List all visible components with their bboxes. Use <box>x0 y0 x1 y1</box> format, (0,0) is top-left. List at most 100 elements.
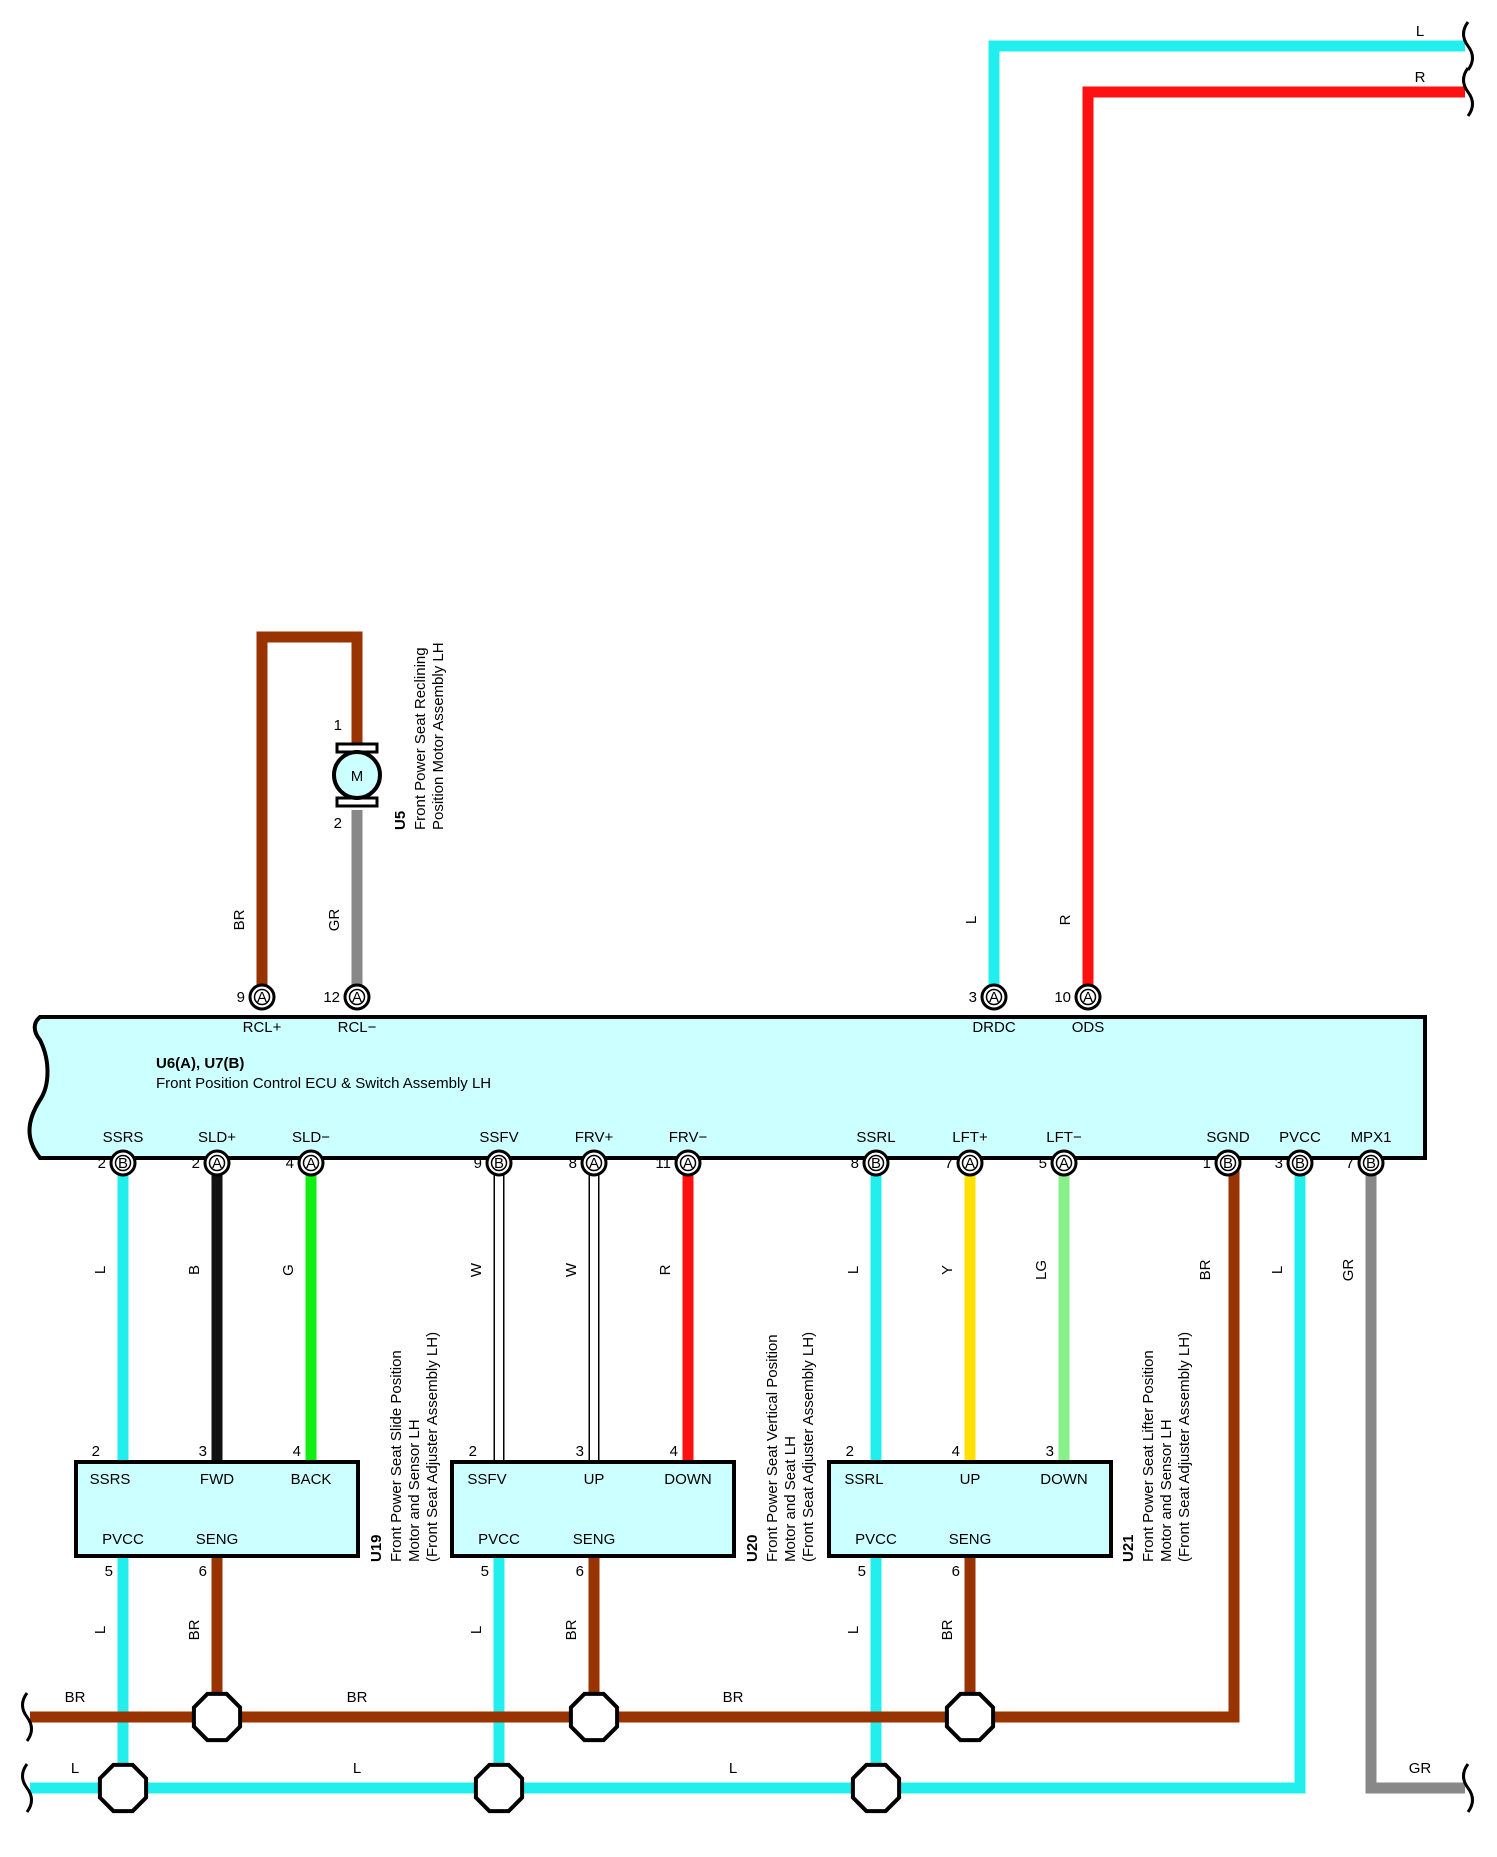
ecu-top-pin-num: 9 <box>237 989 245 1006</box>
wire-label-BR: BR <box>563 1619 580 1640</box>
ecu-top-pin-num: 12 <box>323 989 340 1006</box>
sensor-top-pin-name: SSFV <box>467 1471 506 1488</box>
ecu-top-connector-ODS-inner <box>1079 988 1097 1006</box>
motor-symbol: M <box>351 768 364 785</box>
wire-label-GR: GR <box>1340 1259 1357 1282</box>
sensor-bottom-pin-num: 5 <box>105 1563 113 1580</box>
sensor-box-U21 <box>827 1460 1113 1558</box>
wire-label-L: L <box>92 1626 109 1634</box>
sensor-bottom-pin-num: 6 <box>576 1563 584 1580</box>
motor-id: U5 <box>392 811 409 830</box>
motor-desc-line1: Front Power Seat Reclining <box>412 647 429 830</box>
wire-label-GR: GR <box>326 909 343 932</box>
ecu-bottom-pin-num: 8 <box>851 1155 859 1172</box>
sensor-u20-id: U20 <box>744 1534 761 1562</box>
sensor-top-pin-name: DOWN <box>664 1471 712 1488</box>
wire-label-B: B <box>186 1265 203 1275</box>
sensor-u20-line1: Front Power Seat Vertical Position <box>764 1334 781 1562</box>
break-mark-l-left <box>21 1763 33 1813</box>
sensor-u21-id: U21 <box>1120 1534 1137 1562</box>
ecu-bottom-connector-SLD−-inner <box>302 1154 320 1172</box>
ecu-bottom-pin-name: SSFV <box>479 1129 518 1146</box>
wire-label-W: W <box>563 1262 580 1277</box>
ecu-bottom-pin-num: 1 <box>1203 1155 1211 1172</box>
ecu-top-connector-RCL+-letter: A <box>257 989 267 1006</box>
sensor-bottom-pin-num: 6 <box>952 1563 960 1580</box>
wire-label-L: L <box>92 1266 109 1274</box>
sensor-box-U20 <box>450 1460 736 1558</box>
bus-br-label: BR <box>723 1689 744 1706</box>
sensor-top-pin-num: 3 <box>1046 1443 1054 1460</box>
break-mark-l <box>1462 21 1474 71</box>
ecu-bottom-pin-name: FRV− <box>669 1129 708 1146</box>
ecu-bottom-pin-name: SLD− <box>292 1129 330 1146</box>
sensor-top-pin-num: 2 <box>92 1443 100 1460</box>
sensor-box-U19 <box>74 1460 360 1558</box>
wire-label-L: L <box>468 1626 485 1634</box>
ecu-bottom-pin-num: 8 <box>569 1155 577 1172</box>
wires-layer <box>30 40 1465 1794</box>
ecu-bottom-connector-LFT−-inner <box>1055 1154 1073 1172</box>
break-mark-br-left <box>21 1692 33 1742</box>
ecu-bottom-pin-name: SLD+ <box>198 1129 236 1146</box>
sensor-top-pin-name: SSRL <box>844 1471 883 1488</box>
bus-br-label: BR <box>347 1689 368 1706</box>
bus-br <box>30 1163 1240 1723</box>
sensor-bottom-pin-name: PVCC <box>855 1531 897 1548</box>
ecu-bottom-connector-MPX1-letter: B <box>1366 1155 1376 1172</box>
bus-l-label: L <box>71 1760 79 1777</box>
wire-label-BR: BR <box>231 909 248 930</box>
ecu-bottom-pin-name: PVCC <box>1279 1129 1321 1146</box>
ecu-bottom-connector-FRV−-letter: A <box>683 1155 693 1172</box>
ecu-bottom-pin-name: SSRL <box>856 1129 895 1146</box>
ecu-bottom-pin-name: SGND <box>1206 1129 1250 1146</box>
ecu-bottom-connector-SLD+-letter: A <box>212 1155 222 1172</box>
ecu-top-pin-num: 3 <box>969 989 977 1006</box>
sensor-u19-line2: Motor and Sensor LH <box>406 1419 423 1562</box>
splice-l-2 <box>850 1762 902 1814</box>
wire-recline-br <box>256 631 363 997</box>
wire-label-BR: BR <box>939 1619 956 1640</box>
ecu-bottom-connector-FRV−-inner <box>679 1154 697 1172</box>
ecu-bottom-connector-SSFV-inner <box>490 1154 508 1172</box>
sensor-labels: U19 Front Power Seat Slide Position Moto… <box>368 1332 1193 1562</box>
ecu-bottom-connector-LFT+-inner <box>961 1154 979 1172</box>
sensor-bottom-pin-num: 5 <box>858 1563 866 1580</box>
ecu-top-connector-ODS-letter: A <box>1083 989 1093 1006</box>
sensor-u19-line3: (Front Seat Adjuster Assembly LH) <box>424 1332 441 1562</box>
sensor-u20-line2: Motor and Seat LH <box>782 1436 799 1562</box>
sensor-top-pin-num: 4 <box>670 1443 678 1460</box>
sensor-top-pin-num: 2 <box>469 1443 477 1460</box>
ecu-bottom-pin-name: SSRS <box>103 1129 144 1146</box>
ecu-bottom-connector-SSRS-inner <box>114 1154 132 1172</box>
wire-label-L: L <box>1269 1266 1286 1274</box>
ecu-bottom-pin-name: FRV+ <box>575 1129 614 1146</box>
break-mark-r <box>1462 67 1474 117</box>
ecu-bottom-connector-SGND-letter: B <box>1223 1155 1233 1172</box>
sensor-top-pin-name: SSRS <box>90 1471 131 1488</box>
motor-pin-top: 1 <box>334 717 342 734</box>
ecu-bottom-pin-num: 9 <box>474 1155 482 1172</box>
ecu-bottom-connector-MPX1-inner <box>1362 1154 1380 1172</box>
motor-desc-line2: Position Motor Assembly LH <box>430 642 447 830</box>
bus-l-label: L <box>353 1760 361 1777</box>
motor-label: U5 Front Power Seat Reclining Position M… <box>392 642 447 830</box>
splice-br-2 <box>944 1691 996 1743</box>
ecu-top-connector-RCL+-inner <box>253 988 271 1006</box>
ecu-title: U6(A), U7(B) <box>156 1055 244 1072</box>
splice-l-1 <box>473 1762 525 1814</box>
bus-gr-label: GR <box>1409 1760 1432 1777</box>
ecu-bottom-pin-num: 2 <box>98 1155 106 1172</box>
ecu-box: U6(A), U7(B) Front Position Control ECU … <box>27 1015 1427 1160</box>
sensor-top-pin-num: 4 <box>952 1443 960 1460</box>
ecu-bottom-pin-num: 7 <box>1346 1155 1354 1172</box>
ecu-bottom-connector-SSRL-letter: B <box>871 1155 881 1172</box>
ecu-bottom-pin-name: MPX1 <box>1351 1129 1392 1146</box>
sensor-top-pin-name: FWD <box>200 1471 234 1488</box>
ecu-bottom-pin-num: 4 <box>286 1155 294 1172</box>
ecu-bottom-pin-name: LFT+ <box>952 1129 988 1146</box>
ecu-bottom-connector-SSRS-letter: B <box>118 1155 128 1172</box>
sensor-u21-line2: Motor and Sensor LH <box>1158 1419 1175 1562</box>
ecu-subtitle: Front Position Control ECU & Switch Asse… <box>156 1075 491 1092</box>
